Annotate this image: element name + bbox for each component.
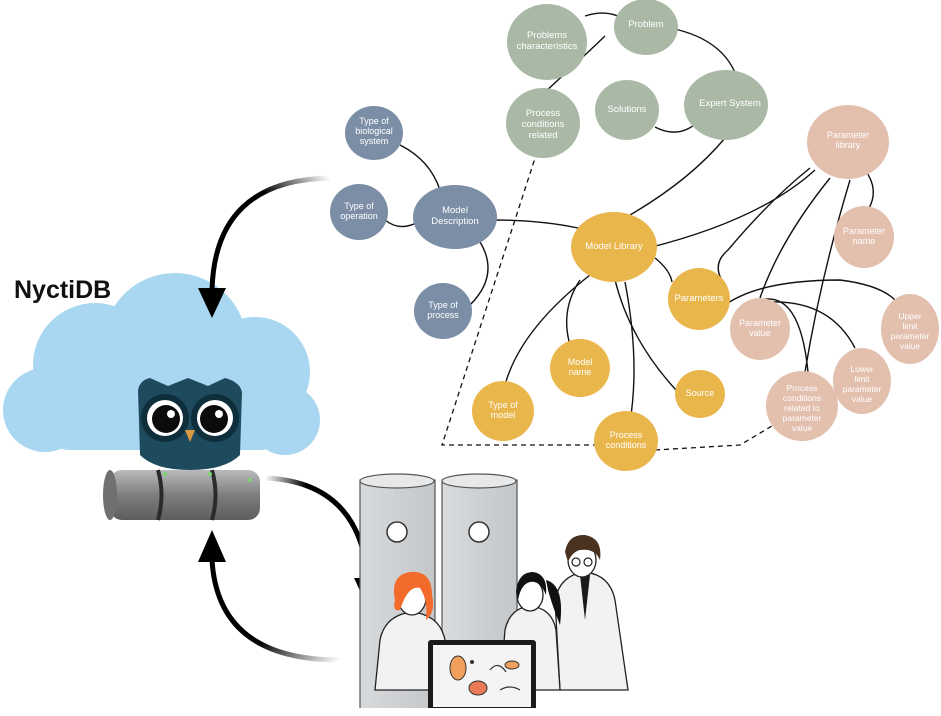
node-solutions: Solutions (595, 80, 659, 140)
dashed-boundary-right (654, 419, 783, 451)
edge-operation-desc (384, 219, 419, 228)
connection-lines (384, 12, 896, 423)
node-parameters: Parameters (668, 268, 730, 330)
edge-desc-process (469, 241, 489, 306)
label-problem: Problem (628, 19, 663, 30)
diagram-title: NyctiDB (14, 276, 112, 304)
label-source: Source (686, 388, 715, 398)
edge-biosys-desc (399, 144, 441, 191)
edge-modellib-typemodel (504, 274, 591, 386)
arrow-to-database (198, 530, 341, 663)
edge-paramlib-paramvalue (759, 177, 831, 299)
edge-paramvalue-proccond (759, 298, 809, 373)
node-source: Source (675, 370, 725, 418)
label-parameters: Parameters (674, 293, 723, 304)
node-model-library: Model Library (571, 212, 657, 282)
edge-paramlib-proccondparam (804, 179, 851, 373)
label-model-library: Model Library (585, 241, 643, 252)
owl-logo (138, 378, 242, 470)
edge-expert-modellib (629, 137, 726, 216)
edge-modellib-modelname (565, 279, 581, 346)
lab-scene-illustration (340, 473, 629, 716)
label-problems-line2: characteristics (517, 41, 578, 52)
edge-paramlib-modellib (647, 169, 816, 249)
label-solutions: Solutions (607, 104, 646, 115)
edge-paramvalue-upper (724, 279, 896, 306)
edge-paramlib-paramname (864, 169, 874, 211)
edge-modellib-processcond (624, 281, 635, 423)
node-expert-system: Expert System (684, 70, 768, 140)
edge-desc-modellib (494, 219, 579, 229)
lab-monitor (428, 640, 536, 712)
dashed-boundary-left (441, 151, 595, 446)
label-expert-system: Expert System (699, 98, 761, 109)
edge-modellib-parameters (654, 257, 673, 283)
lab-table (340, 708, 600, 716)
database-cylinder-icon (103, 469, 260, 521)
edge-modellib-source (614, 279, 677, 391)
scientist-standing (554, 534, 629, 691)
edge-paramlib-parameters (717, 167, 811, 286)
arrow-to-cloud (198, 175, 331, 318)
label-problems-line1: Problems (527, 30, 567, 41)
node-problem: Problem (614, 0, 678, 55)
